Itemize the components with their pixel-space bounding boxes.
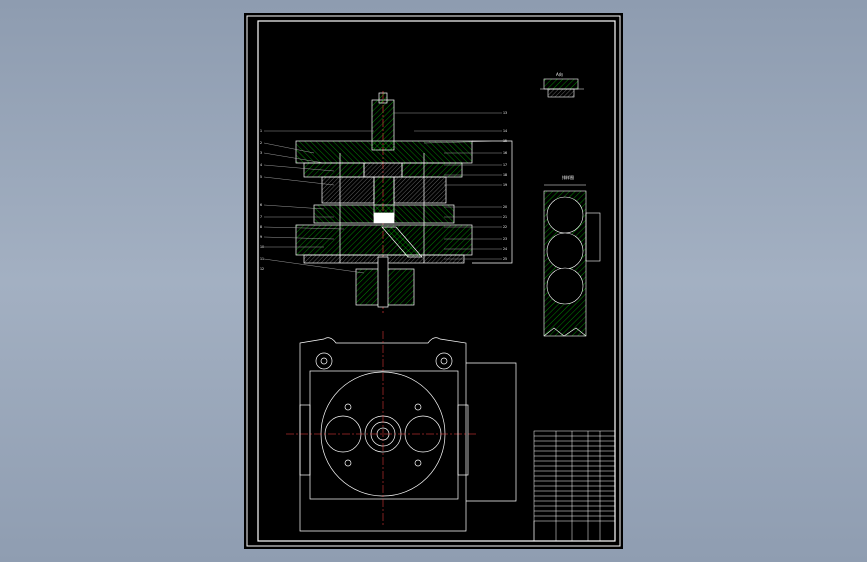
part-label: 18 <box>503 173 507 177</box>
part-label: 7 <box>260 215 262 219</box>
punch-holder <box>363 162 403 178</box>
upper-plate-left <box>303 162 365 178</box>
part-label: 14 <box>503 129 507 133</box>
part-label: 12 <box>260 267 264 271</box>
strip-blank-3 <box>546 267 584 305</box>
part-label: 6 <box>260 203 262 207</box>
part-label: 2 <box>260 141 262 145</box>
part-label: 25 <box>503 257 507 261</box>
guide-hole-left-inner <box>320 357 328 365</box>
plan-right-extension <box>466 362 517 502</box>
stripper-right <box>393 176 447 204</box>
detail-view-label: A向 <box>556 71 563 77</box>
upper-die-seat <box>295 140 473 164</box>
part-labels-right: 13 14 15 16 17 18 19 20 21 22 23 24 25 <box>503 111 507 261</box>
side-slot-right <box>457 404 469 476</box>
part-label: 21 <box>503 215 507 219</box>
part-label: 3 <box>260 151 262 155</box>
part-label: 13 <box>503 111 507 115</box>
part-label: 5 <box>260 175 262 179</box>
part-label: 19 <box>503 183 507 187</box>
guide-hole-right-inner <box>440 357 448 365</box>
guide-hole-right <box>435 352 453 370</box>
shank-top <box>378 92 388 104</box>
part-label: 11 <box>260 257 264 261</box>
plan-outline <box>299 337 467 532</box>
title-cell <box>533 520 616 542</box>
plan-view[interactable] <box>286 331 517 532</box>
detail-view[interactable]: A向 <box>540 71 584 98</box>
strip-blank-2 <box>546 232 584 270</box>
part-label: 17 <box>503 163 507 167</box>
inner-border <box>257 20 616 542</box>
strip-layout[interactable]: 排样图 <box>543 174 601 337</box>
bom-rows <box>534 435 615 517</box>
part-label: 10 <box>260 245 264 249</box>
section-view[interactable] <box>263 91 513 313</box>
detail-base <box>547 88 575 98</box>
part-label: 4 <box>260 163 262 167</box>
part-label: 1 <box>260 129 262 133</box>
guide-hole-left <box>315 352 333 370</box>
outline-right <box>472 140 513 264</box>
ejector-rod <box>377 256 389 308</box>
screw-holes <box>344 403 422 467</box>
leader-lines-right <box>394 112 503 260</box>
part-label: 8 <box>260 225 262 229</box>
outer-border <box>246 15 621 547</box>
part-label: 16 <box>503 151 507 155</box>
side-slot-left <box>299 404 311 476</box>
stripper-left <box>321 176 375 204</box>
lower-die-seat <box>295 224 473 256</box>
die-plate-insert <box>373 212 395 224</box>
title-block[interactable] <box>533 430 616 542</box>
part-label: 22 <box>503 225 507 229</box>
strip-guide <box>585 212 601 262</box>
strip-break <box>543 327 587 337</box>
leader-lines-left <box>263 130 374 274</box>
part-label: 23 <box>503 237 507 241</box>
strip-blank-1 <box>546 196 584 234</box>
part-label: 15 <box>503 139 507 143</box>
strip-layout-label: 排样图 <box>562 174 574 180</box>
part-label: 24 <box>503 247 507 251</box>
detail-body <box>543 78 579 90</box>
part-label: 20 <box>503 205 507 209</box>
part-label: 9 <box>260 235 262 239</box>
